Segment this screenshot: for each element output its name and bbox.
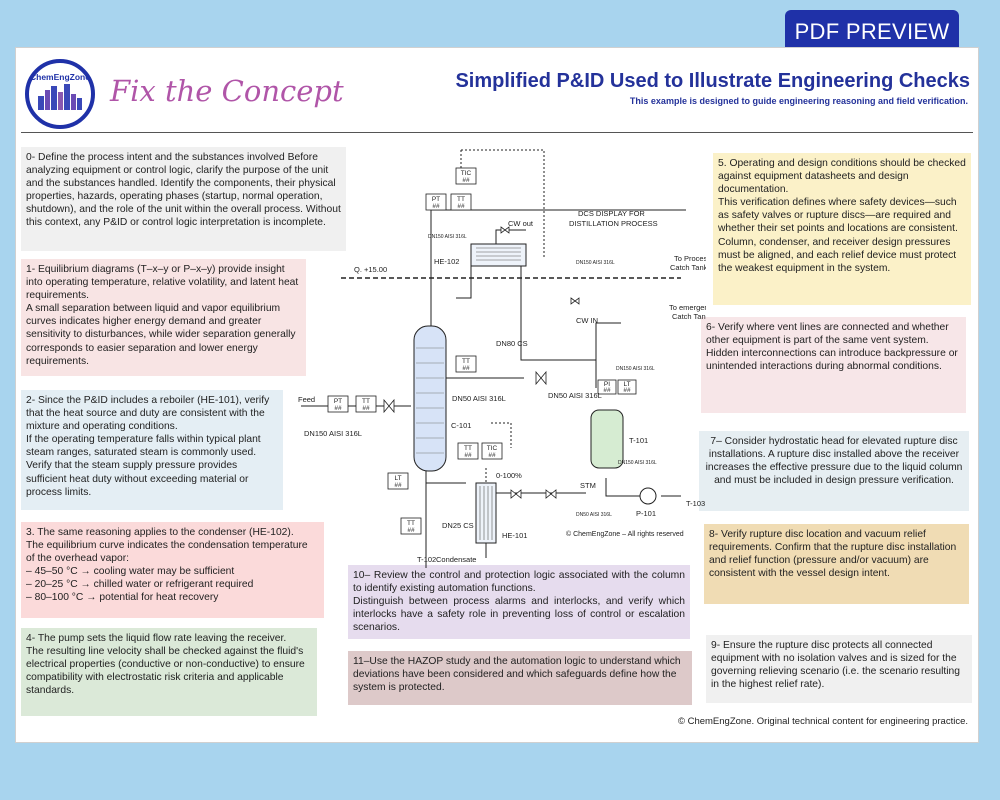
svg-text:DN150 AISI 316L: DN150 AISI 316L xyxy=(304,429,362,438)
svg-text:Catch Tank: Catch Tank xyxy=(672,312,706,321)
receiver-t101 xyxy=(590,409,624,469)
note-2: 2- Since the P&ID includes a reboiler (H… xyxy=(21,390,283,510)
svg-text:LT: LT xyxy=(623,381,630,388)
svg-text:T-103: T-103 xyxy=(686,499,705,508)
svg-text:Catch Tank: Catch Tank xyxy=(670,263,706,272)
document-sheet: ChemEngZone Fix the Concept Simplified P… xyxy=(15,47,979,743)
svg-text:C-101: C-101 xyxy=(451,421,471,430)
footer-copyright: © ChemEngZone. Original technical conten… xyxy=(677,716,968,727)
svg-text:LT: LT xyxy=(394,475,401,482)
svg-text:ChemEngZone: ChemEngZone xyxy=(30,72,90,82)
svg-text:Q. +15.00: Q. +15.00 xyxy=(354,265,387,274)
pdf-preview-badge[interactable]: PDF PREVIEW xyxy=(785,10,959,54)
condenser-he102 xyxy=(470,243,527,267)
note-6: 6- Verify where vent lines are connected… xyxy=(701,317,966,413)
svg-text:DN150 AISI 316L: DN150 AISI 316L xyxy=(576,260,615,266)
svg-text:0-100%: 0-100% xyxy=(496,471,522,480)
svg-text:PI: PI xyxy=(604,381,610,388)
note-11: 11–Use the HAZOP study and the automatio… xyxy=(348,651,692,705)
pid-diagram: TIC## PT## TT## TT## PT## TT## TT## TIC#… xyxy=(298,149,706,568)
svg-text:##: ## xyxy=(394,482,402,489)
reboiler-he101 xyxy=(475,482,497,544)
svg-text:DN50 AISI 316L: DN50 AISI 316L xyxy=(452,394,506,403)
page-subtitle: This example is designed to guide engine… xyxy=(629,96,968,106)
note-4: 4- The pump sets the liquid flow rate le… xyxy=(21,628,317,716)
svg-text:CW out: CW out xyxy=(508,219,534,228)
svg-text:##: ## xyxy=(362,405,370,412)
svg-text:T-101: T-101 xyxy=(629,436,648,445)
svg-text:T-102: T-102 xyxy=(417,555,436,564)
svg-text:To emergency: To emergency xyxy=(669,303,706,312)
note-7: 7– Consider hydrostatic head for elevate… xyxy=(699,431,969,511)
column-c101 xyxy=(413,325,447,472)
note-9: 9- Ensure the rupture disc protects all … xyxy=(706,635,972,703)
svg-text:DN50 AISI 316L: DN50 AISI 316L xyxy=(576,512,612,518)
svg-text:TT: TT xyxy=(362,398,370,405)
svg-text:TT: TT xyxy=(407,520,415,527)
note-5: 5. Operating and design conditions shoul… xyxy=(713,153,971,305)
svg-text:TIC: TIC xyxy=(461,170,472,177)
page-title: Simplified P&ID Used to Illustrate Engin… xyxy=(455,70,970,92)
svg-text:DN25 CS: DN25 CS xyxy=(442,521,474,530)
chemengzone-logo: ChemEngZone xyxy=(25,59,95,129)
note-0: 0- Define the process intent and the sub… xyxy=(21,147,346,251)
svg-text:TIC: TIC xyxy=(487,445,498,452)
svg-text:DCS DISPLAY FOR: DCS DISPLAY FOR xyxy=(578,209,645,218)
svg-text:DN150 AISI 316L: DN150 AISI 316L xyxy=(618,460,657,466)
svg-text:##: ## xyxy=(623,387,631,394)
svg-text:##: ## xyxy=(464,452,472,459)
svg-text:TT: TT xyxy=(464,445,472,452)
svg-text:PT: PT xyxy=(334,398,342,405)
svg-text:##: ## xyxy=(457,203,465,210)
svg-text:TT: TT xyxy=(462,358,470,365)
svg-text:##: ## xyxy=(432,203,440,210)
svg-text:DN150 AISI 316L: DN150 AISI 316L xyxy=(428,234,467,240)
svg-text:##: ## xyxy=(462,177,470,184)
svg-text:DN150 AISI 316L: DN150 AISI 316L xyxy=(616,366,655,372)
svg-text:STM: STM xyxy=(580,481,596,490)
svg-text:To Process: To Process xyxy=(674,254,706,263)
brand-name: Fix the Concept xyxy=(110,74,344,108)
svg-text:##: ## xyxy=(488,452,496,459)
svg-text:CW IN: CW IN xyxy=(576,316,598,325)
svg-text:DISTILLATION PROCESS: DISTILLATION PROCESS xyxy=(569,219,658,228)
svg-text:PT: PT xyxy=(432,196,440,203)
svg-text:© ChemEngZone – All rights res: © ChemEngZone – All rights reserved xyxy=(566,530,684,538)
svg-text:HE-102: HE-102 xyxy=(434,257,459,266)
note-1: 1- Equilibrium diagrams (T–x–y or P–x–y)… xyxy=(21,259,306,376)
svg-text:##: ## xyxy=(334,405,342,412)
note-8: 8- Verify rupture disc location and vacu… xyxy=(704,524,969,604)
svg-text:##: ## xyxy=(603,387,611,394)
svg-text:##: ## xyxy=(462,365,470,372)
svg-text:##: ## xyxy=(407,527,415,534)
note-10: 10– Review the control and protection lo… xyxy=(348,565,690,639)
svg-text:Feed: Feed xyxy=(298,395,315,404)
header-divider xyxy=(21,132,973,133)
svg-text:TT: TT xyxy=(457,196,465,203)
svg-text:DN80 CS: DN80 CS xyxy=(496,339,528,348)
svg-text:Condensate: Condensate xyxy=(436,555,476,564)
svg-text:HE-101: HE-101 xyxy=(502,531,527,540)
svg-text:P-101: P-101 xyxy=(636,509,656,518)
svg-text:DN50 AISI 316L: DN50 AISI 316L xyxy=(548,391,602,400)
pump-p101 xyxy=(639,487,657,505)
note-3: 3. The same reasoning applies to the con… xyxy=(21,522,324,618)
